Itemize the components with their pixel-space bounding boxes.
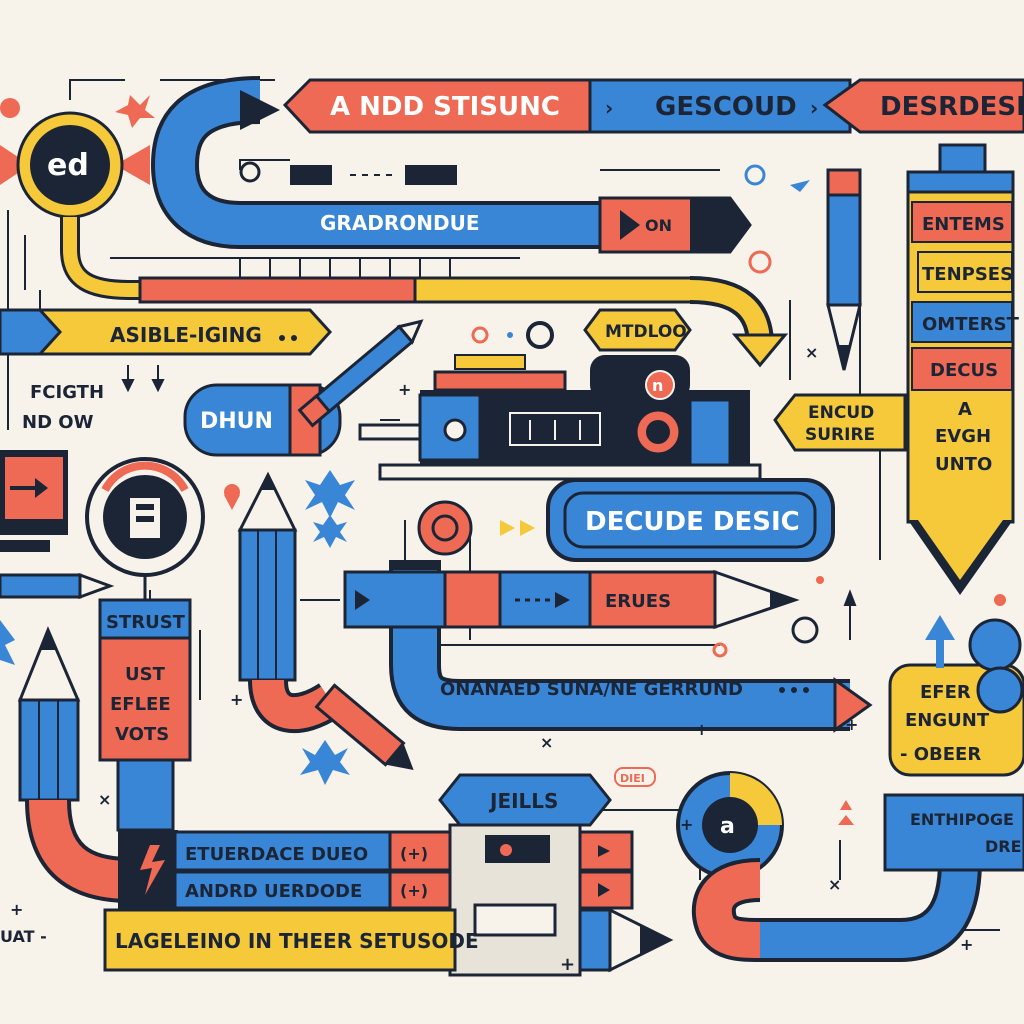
strust-line-2: EFLEE: [110, 694, 171, 715]
right-pencil-item-3: OMTERST: [922, 314, 1020, 335]
bottom-yellow-banner: LAGELEINO IN THEER SETUSODE: [103, 907, 674, 973]
strust-title: STRUST: [106, 612, 186, 633]
right-pencil-item-2: TENPSES: [922, 264, 1013, 285]
long-bar-label: ONANAED SUNA/NE GERRUND: [440, 679, 743, 700]
right-tall-pencil: ENTEMS TENPSES OMTERST DECUS A EVGH UNTO: [906, 143, 1020, 595]
strust-line-1: UST: [125, 664, 166, 685]
svg-text:+: +: [695, 720, 708, 739]
right-bottom-blue-label: ENTHIPOGE DRE: [883, 793, 1024, 872]
right-sign-line-3: - OBEER: [900, 744, 981, 765]
right-pencil-text-1: A: [958, 399, 972, 420]
bottom-banner-label: LAGELEINO IN THEER SETUSODE: [115, 929, 479, 953]
left-pen-icon: [0, 572, 115, 665]
bottom-bar-2-arrows: (+): [400, 881, 428, 900]
decude-desic-button[interactable]: DECUDE DESIC: [546, 478, 835, 562]
svg-text:+: +: [560, 954, 575, 975]
svg-text:×: ×: [805, 343, 818, 362]
bottom-bar-2-label: ANDRD UERDODE: [185, 881, 362, 902]
svg-text:+: +: [230, 690, 243, 709]
chevron-right-icon: ›: [605, 96, 613, 120]
left-text-line-1: FCIGTH: [30, 382, 104, 403]
horizontal-pipes: [110, 257, 789, 368]
right-pencil-text-2: EVGH: [935, 426, 991, 447]
dhun-pill: DHUN: [183, 383, 342, 457]
small-arrows: [121, 365, 857, 640]
ring-a-icon: a: [676, 771, 982, 962]
svg-text:+: +: [680, 815, 693, 834]
jeills-tag: JEILLS DIEI: [438, 767, 656, 827]
encud-sign: ENCUD SURIRE: [773, 393, 907, 452]
sparkle-icon: [300, 470, 355, 785]
banner-segment-blue: [588, 78, 852, 134]
decorative-marks: [0, 95, 1006, 825]
svg-text:+: +: [960, 935, 973, 954]
right-pencil-item-4: DECUS: [930, 360, 998, 381]
svg-text:+: +: [845, 715, 858, 734]
left-edge-label: UAT -: [0, 927, 47, 946]
machine-tab-label: MTDLOO: [605, 322, 687, 342]
blue-arrow-label: GRADRONDUE: [320, 211, 480, 235]
long-blue-pipe: ONANAED SUNA/NE GERRUND: [389, 560, 873, 733]
top-banner: A NDD STISUNC › GESCOUD › DESRDESDE: [282, 78, 1024, 134]
right-bottom-label-1: ENTHIPOGE: [910, 810, 1014, 829]
bottom-bars: ETUERDACE DUEO ANDRD UERDODE (+) (+): [118, 823, 634, 977]
svg-text:×: ×: [540, 733, 553, 752]
bird-icon: [744, 164, 810, 192]
plus-marks: + + + + + + + × × × × +: [10, 343, 973, 975]
banner-label-3: DESRDESDE: [880, 92, 1024, 122]
svg-text:×: ×: [98, 790, 111, 809]
right-bottom-label-2: DRE: [985, 837, 1022, 856]
yellow-arrow-banner: ASIBLE-IGING: [0, 308, 333, 356]
strust-card: STRUST UST EFLEE VOTS: [98, 598, 192, 832]
target-icon: [85, 457, 205, 600]
svg-text:+: +: [10, 900, 23, 919]
diagonal-pencil-icon: [297, 319, 424, 428]
blue-curved-arrow: GRADRONDUE ON: [150, 76, 752, 254]
bottom-bar-1-label: ETUERDACE DUEO: [185, 844, 368, 865]
jeills-label: JEILLS: [488, 789, 558, 813]
banner-label-2: GESCOUD: [655, 92, 797, 122]
machine-illustration: n MTDLOO: [358, 308, 762, 481]
right-pencil-item-1: ENTEMS: [922, 214, 1005, 235]
ed-circle-badge: ed: [0, 111, 430, 300]
ring-letter: a: [720, 814, 735, 839]
right-sign-line-1: EFER: [920, 682, 971, 703]
small-pencil-icon: [826, 168, 862, 371]
ed-badge-label: ed: [47, 148, 89, 183]
monitor-icon: [0, 450, 68, 552]
encud-line-1: ENCUD: [808, 403, 874, 423]
left-bottom-pencil: [17, 626, 131, 903]
erues-label: ERUES: [605, 591, 671, 612]
decude-desic-label: DECUDE DESIC: [585, 507, 800, 537]
machine-badge-label: n: [652, 376, 663, 395]
brush-icon: [314, 683, 414, 770]
right-yellow-sign: EFER ENGUNT - OBEER: [888, 615, 1024, 777]
erues-pencil-bar: ERUES: [343, 569, 800, 630]
encud-line-2: SURIRE: [805, 425, 875, 445]
yellow-arrow-label: ASIBLE-IGING: [110, 323, 262, 347]
banner-label-1: A NDD STISUNC: [330, 92, 560, 122]
map-pin-icon: [224, 484, 240, 510]
blue-arrow-tip-label: ON: [645, 216, 672, 235]
right-sign-line-2: ENGUNT: [905, 710, 990, 731]
bottom-bar-1-arrows: (+): [400, 844, 428, 863]
left-blue-pencil: [237, 471, 342, 733]
right-pencil-text-3: UNTO: [935, 454, 992, 475]
orange-ring-icon: [417, 500, 535, 556]
svg-text:×: ×: [828, 875, 841, 894]
strust-line-3: VOTS: [115, 724, 169, 745]
small-tag-label: DIEI: [620, 772, 645, 785]
svg-text:+: +: [398, 380, 411, 399]
dhun-label: DHUN: [200, 409, 273, 434]
chevron-right-icon: ›: [810, 96, 818, 120]
progress-squares: [239, 161, 457, 185]
banner-segment-coral-right: [822, 78, 1024, 134]
left-text-line-2: ND OW: [22, 412, 94, 433]
